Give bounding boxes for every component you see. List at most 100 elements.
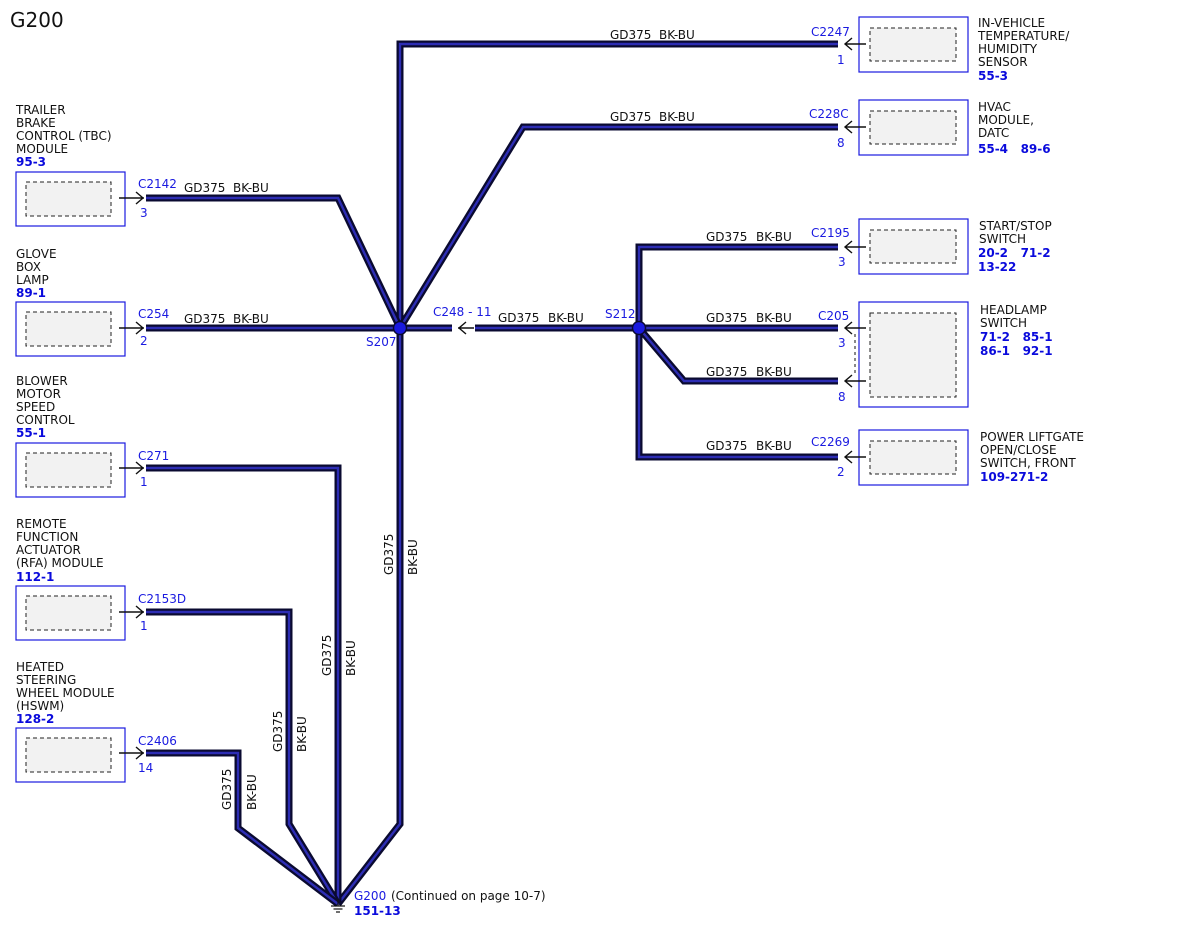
page-reference-link[interactable]: 20-2 71-2 bbox=[978, 246, 1051, 260]
page-reference-link[interactable]: 55-4 89-6 bbox=[978, 142, 1051, 156]
component-name-line: ACTUATOR bbox=[16, 543, 81, 557]
component-name-line: DATC bbox=[978, 126, 1009, 140]
component-name-line: HUMIDITY bbox=[978, 42, 1038, 56]
wire-startstop-liftgate bbox=[635, 243, 838, 461]
component-name-line: MOTOR bbox=[16, 387, 61, 401]
connector-id: C2195 bbox=[811, 226, 850, 240]
connector-body bbox=[25, 311, 112, 347]
wire-label-circuit: GD375 bbox=[184, 181, 225, 195]
inline-connector-label: C248 - 11 bbox=[433, 305, 492, 319]
connector-id: C228C bbox=[809, 107, 849, 121]
component-name-line: START/STOP bbox=[979, 219, 1052, 233]
wire-label-circuit: GD375 bbox=[220, 769, 234, 810]
splice-s207[interactable]: S207 bbox=[366, 320, 408, 350]
connector-pin-arrow-icon bbox=[119, 321, 145, 335]
component-name-line: IN-VEHICLE bbox=[978, 16, 1045, 30]
pin-number: 14 bbox=[138, 761, 153, 775]
diagram-title: G200 bbox=[10, 8, 64, 32]
pin-number: 1 bbox=[140, 475, 148, 489]
connector-pin-arrow-icon bbox=[843, 450, 866, 464]
component-hswm[interactable]: HEATED STEERING WHEEL MODULE (HSWM) 128-… bbox=[15, 660, 177, 783]
wire-labels: GD375 BK-BU GD375 BK-BU GD375 BK-BU GD37… bbox=[184, 28, 792, 810]
wire-label-circuit: GD375 bbox=[184, 312, 225, 326]
connector-id: C271 bbox=[138, 449, 169, 463]
connector-id: C2142 bbox=[138, 177, 177, 191]
wire-rfa bbox=[146, 608, 341, 906]
wire-label-color: BK-BU bbox=[295, 716, 309, 752]
component-in-vehicle-sensor[interactable]: C2247 1 IN-VEHICLE TEMPERATURE/ HUMIDITY… bbox=[811, 16, 1070, 83]
component-name-line: POWER LIFTGATE bbox=[980, 430, 1084, 444]
page-reference-link[interactable]: 151-13 bbox=[354, 904, 401, 918]
component-glove-box-lamp[interactable]: GLOVE BOX LAMP 89-1 C254 2 bbox=[15, 247, 169, 357]
component-blower-motor-speed-control[interactable]: BLOWER MOTOR SPEED CONTROL 55-1 C271 1 bbox=[15, 374, 169, 498]
page-reference-link[interactable]: 128-2 bbox=[16, 712, 54, 726]
wire-blower bbox=[146, 464, 342, 904]
page-reference-link[interactable]: 95-3 bbox=[16, 155, 46, 169]
connector-pin-arrow-icon bbox=[843, 37, 866, 51]
page-reference-link[interactable]: 89-1 bbox=[16, 286, 46, 300]
component-name-line: MODULE bbox=[16, 142, 68, 156]
wire-trunk bbox=[335, 40, 838, 907]
component-rfa-module[interactable]: REMOTE FUNCTION ACTUATOR (RFA) MODULE 11… bbox=[15, 517, 186, 641]
ground-icon bbox=[331, 899, 345, 913]
page-reference-link[interactable]: 13-22 bbox=[978, 260, 1016, 274]
wire-hswm bbox=[146, 749, 341, 907]
page-reference-link[interactable]: 86-1 92-1 bbox=[980, 344, 1053, 358]
component-name-line: HEADLAMP bbox=[980, 303, 1047, 317]
connector-body bbox=[25, 737, 112, 773]
connector-pin-arrow-icon bbox=[119, 746, 145, 760]
component-name-line: CONTROL (TBC) bbox=[16, 129, 112, 143]
pin-number: 1 bbox=[140, 619, 148, 633]
component-name-line: TRAILER bbox=[15, 103, 66, 117]
component-name-line: BRAKE bbox=[16, 116, 56, 130]
wire-tbc bbox=[146, 194, 404, 330]
connector-pin-arrow-icon bbox=[843, 120, 866, 134]
page-reference-link[interactable]: 71-2 85-1 bbox=[980, 330, 1053, 344]
connector-body bbox=[25, 595, 112, 631]
wire-label-circuit: GD375 bbox=[706, 365, 747, 379]
component-name-line: CONTROL bbox=[16, 413, 75, 427]
component-tbc-module[interactable]: TRAILER BRAKE CONTROL (TBC) MODULE 95-3 … bbox=[15, 103, 177, 227]
connector-body bbox=[869, 440, 957, 475]
component-start-stop-switch[interactable]: C2195 3 START/STOP SWITCH 20-2 71-2 13-2… bbox=[811, 218, 1052, 275]
connector-pin-arrow-icon bbox=[119, 461, 145, 475]
page-reference-link[interactable]: 109-271-2 bbox=[980, 470, 1048, 484]
component-headlamp-switch[interactable]: C205 3 8 HEADLAMP SWITCH 71-2 85-1 86-1 … bbox=[818, 301, 1053, 408]
component-power-liftgate-switch[interactable]: C2269 2 POWER LIFTGATE OPEN/CLOSE SWITCH… bbox=[811, 429, 1084, 486]
page-reference-link[interactable]: 112-1 bbox=[16, 570, 54, 584]
wire-label-color: BK-BU bbox=[233, 312, 269, 326]
connector-pin-arrow-icon bbox=[119, 191, 145, 205]
ground-label: G200 bbox=[354, 889, 386, 903]
ground-continued-note: (Continued on page 10-7) bbox=[391, 889, 546, 903]
splice-s212[interactable]: S212 bbox=[605, 307, 647, 336]
wire-label-color: BK-BU bbox=[548, 311, 584, 325]
component-name-line: LAMP bbox=[16, 273, 49, 287]
wire-label-color: BK-BU bbox=[406, 539, 420, 575]
connector-id: C2247 bbox=[811, 25, 850, 39]
component-name-line: SWITCH bbox=[980, 316, 1027, 330]
component-name-line: MODULE, bbox=[978, 113, 1034, 127]
page-reference-link[interactable]: 55-3 bbox=[978, 69, 1008, 83]
component-name-line: WHEEL MODULE bbox=[16, 686, 115, 700]
connector-id: C2153D bbox=[138, 592, 186, 606]
pin-number: 2 bbox=[140, 334, 148, 348]
wire-label-color: BK-BU bbox=[245, 774, 259, 810]
inline-arrow-icon bbox=[457, 321, 474, 335]
component-name-line: TEMPERATURE/ bbox=[977, 29, 1070, 43]
pin-number: 8 bbox=[837, 136, 845, 150]
inline-connector-c248[interactable]: C248 - 11 bbox=[433, 305, 492, 335]
page-reference-link[interactable]: 55-1 bbox=[16, 426, 46, 440]
ground-g200[interactable]: G200 (Continued on page 10-7) 151-13 bbox=[331, 889, 546, 918]
wire-label-color: BK-BU bbox=[344, 640, 358, 676]
wire-label-circuit: GD375 bbox=[498, 311, 539, 325]
connector-body bbox=[869, 229, 957, 264]
wire-label-color: BK-BU bbox=[659, 28, 695, 42]
component-name-line: SWITCH, FRONT bbox=[980, 456, 1076, 470]
component-name-line: BOX bbox=[16, 260, 41, 274]
wire-label-circuit: GD375 bbox=[610, 110, 651, 124]
component-name-line: SPEED bbox=[16, 400, 55, 414]
component-name-line: GLOVE bbox=[16, 247, 57, 261]
pin-number: 3 bbox=[838, 255, 846, 269]
component-hvac-module[interactable]: C228C 8 HVAC MODULE, DATC 55-4 89-6 bbox=[809, 99, 1051, 156]
